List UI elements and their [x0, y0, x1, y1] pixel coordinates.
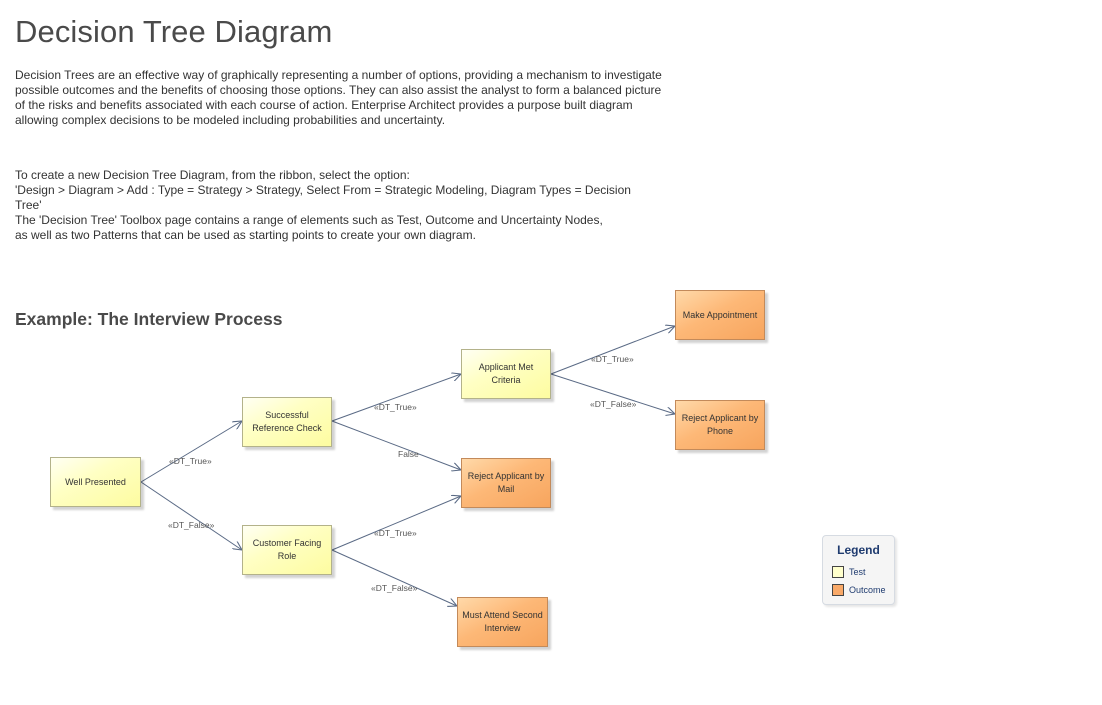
node-well-presented[interactable]: Well Presented — [50, 457, 141, 507]
legend-label-test: Test — [849, 567, 866, 577]
connector-criteria-rejectphone[interactable] — [550, 373, 675, 414]
edge-label-7: «DT_True» — [591, 354, 634, 364]
legend-swatch-outcome — [832, 584, 844, 596]
connector-customer-secondinterview[interactable] — [331, 549, 457, 606]
edge-label-8: «DT_False» — [590, 399, 637, 409]
howto-line-4: as well as two Patterns that can be used… — [15, 228, 476, 242]
node-reject-applicant-by-mail[interactable]: Reject Applicant by Mail — [461, 458, 551, 508]
howto-paragraph: To create a new Decision Tree Diagram, f… — [15, 168, 635, 243]
example-title: Example: The Interview Process — [15, 309, 283, 329]
node-must-attend-second-interview[interactable]: Must Attend Second Interview — [457, 597, 548, 647]
intro-paragraph: Decision Trees are an effective way of g… — [15, 68, 662, 127]
edge-label-4: False — [398, 449, 419, 459]
connector-reference-criteria[interactable] — [331, 374, 461, 422]
node-make-appointment[interactable]: Make Appointment — [675, 290, 765, 340]
node-customer-facing-role[interactable]: Customer Facing Role — [242, 525, 332, 575]
node-reject-applicant-by-phone[interactable]: Reject Applicant by Phone — [675, 400, 765, 450]
page-title: Decision Tree Diagram — [15, 14, 333, 49]
howto-line-1: To create a new Decision Tree Diagram, f… — [15, 168, 410, 182]
node-applicant-met-criteria[interactable]: Applicant Met Criteria — [461, 349, 551, 399]
connector-reference-rejectmail[interactable] — [331, 420, 461, 470]
edge-label-5: «DT_True» — [374, 528, 417, 538]
legend: Legend Test Outcome — [822, 535, 895, 605]
edge-label-6: «DT_False» — [371, 583, 418, 593]
edge-label-1: «DT_True» — [169, 456, 212, 466]
connector-criteria-appointment[interactable] — [550, 326, 675, 375]
legend-title: Legend — [837, 543, 880, 557]
howto-line-2: 'Design > Diagram > Add : Type = Strateg… — [15, 183, 631, 212]
howto-line-3: The 'Decision Tree' Toolbox page contain… — [15, 213, 603, 227]
connector-customer-rejectmail[interactable] — [331, 496, 461, 551]
legend-item-test: Test — [832, 565, 866, 579]
edge-label-3: «DT_True» — [374, 402, 417, 412]
legend-swatch-test — [832, 566, 844, 578]
legend-item-outcome: Outcome — [832, 583, 886, 597]
edge-label-2: «DT_False» — [168, 520, 215, 530]
connector-wellpresented-reference[interactable] — [140, 421, 242, 483]
node-successful-reference-check[interactable]: Successful Reference Check — [242, 397, 332, 447]
connector-wellpresented-customer[interactable] — [140, 481, 242, 550]
legend-label-outcome: Outcome — [849, 585, 886, 595]
